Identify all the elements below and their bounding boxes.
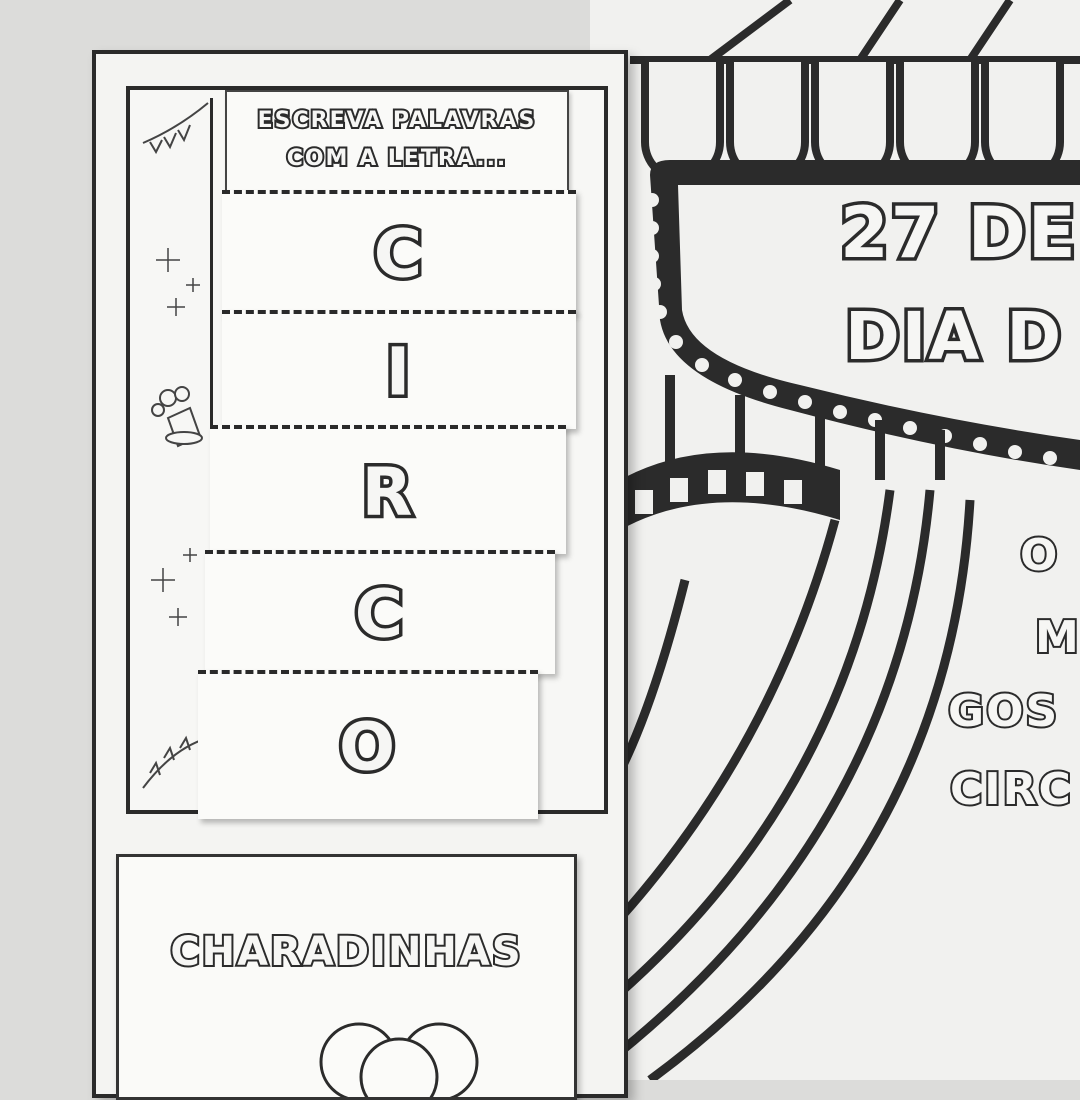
poster-line-o: O: [1018, 528, 1060, 583]
letter-flaps-frame: ESCREVA PALAVRAS COM A LETRA... C I R C …: [126, 86, 608, 819]
circus-poster: 27 DE DIA D O M GOS CIRC: [590, 0, 1080, 1080]
poster-line-gos: GOS: [946, 684, 1060, 739]
letter-flap-4[interactable]: C: [205, 550, 555, 674]
riddles-title: CHARADINHAS: [168, 927, 523, 977]
riddles-panel[interactable]: CHARADINHAS: [116, 854, 577, 1100]
flap-letter: C: [370, 212, 425, 296]
flap-letter: C: [351, 572, 406, 656]
circus-tent-drawing: [596, 0, 1080, 1080]
poster-date-text: 27 DE: [837, 189, 1080, 278]
letter-flap-2[interactable]: I: [222, 310, 576, 429]
poster-line-circ: CIRC: [948, 762, 1073, 817]
letter-flap-1[interactable]: C: [222, 190, 576, 314]
instruction-tab: ESCREVA PALAVRAS COM A LETRA...: [225, 90, 569, 194]
flap-letter: R: [358, 450, 416, 534]
magic-hat-icon: [151, 386, 203, 448]
balloons-icon: [319, 1022, 479, 1097]
letter-flap-3[interactable]: R: [210, 425, 566, 554]
flap-letter: I: [382, 330, 413, 414]
lapbook-panel: ESCREVA PALAVRAS COM A LETRA... C I R C …: [92, 50, 628, 1100]
sparkle-icon: [151, 248, 200, 626]
letter-flap-5[interactable]: O: [198, 670, 538, 819]
bunting-icon: [142, 102, 209, 789]
flap-letter: O: [335, 705, 398, 789]
instruction-line-1: ESCREVA PALAVRAS: [256, 106, 537, 135]
poster-line-m: M: [1033, 610, 1080, 665]
instruction-line-2: COM A LETRA...: [285, 144, 508, 173]
poster-dia-text: DIA D: [841, 295, 1064, 379]
